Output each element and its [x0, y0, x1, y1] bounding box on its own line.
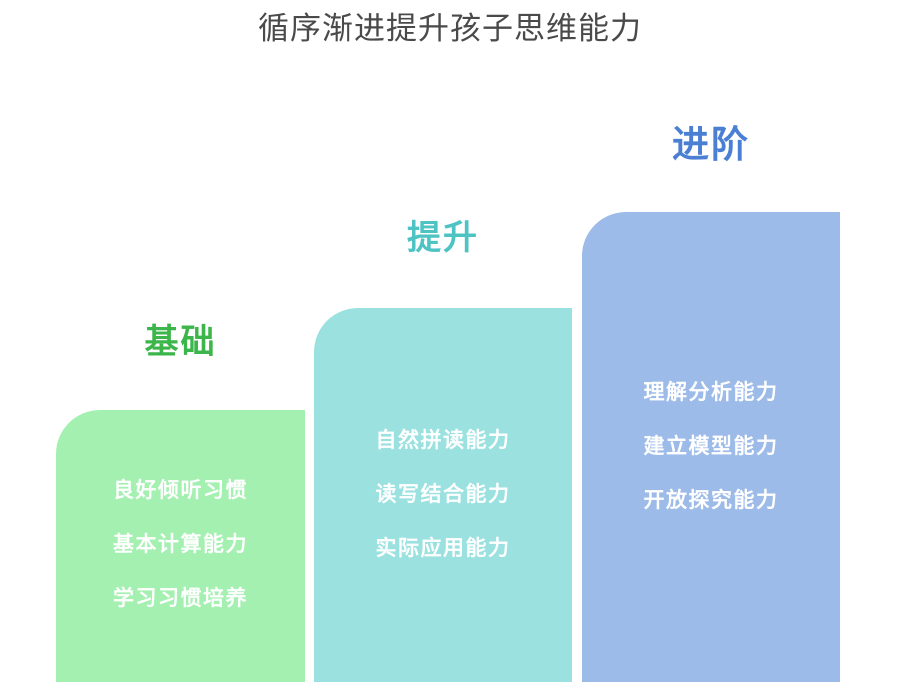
- stage-advanced-label: 进阶: [672, 124, 750, 165]
- stage-advanced-bar: [582, 212, 840, 682]
- stage-basic-label: 基础: [144, 323, 217, 361]
- stage-advanced-items: 理解分析能力 建立模型能力 开放探究能力: [582, 382, 840, 511]
- list-item: 学习习惯培养: [113, 587, 248, 610]
- stage-basic-items: 良好倾听习惯 基本计算能力 学习习惯培养: [56, 480, 305, 609]
- list-item: 开放探究能力: [643, 489, 779, 512]
- stage-improve-label: 提升: [407, 219, 479, 257]
- list-item: 实际应用能力: [375, 537, 511, 560]
- list-item: 自然拼读能力: [375, 429, 511, 452]
- list-item: 建立模型能力: [643, 435, 779, 458]
- list-item: 读写结合能力: [375, 483, 511, 506]
- stage-basic-bar: [56, 410, 305, 682]
- stage-improve-bar: [314, 308, 572, 682]
- list-item: 基本计算能力: [113, 533, 248, 556]
- list-item: 良好倾听习惯: [113, 479, 248, 502]
- page-title: 循序渐进提升孩子思维能力: [258, 11, 642, 46]
- stage-improve: 提升 自然拼读能力 读写结合能力 实际应用能力: [314, 219, 572, 682]
- list-item: 理解分析能力: [643, 381, 779, 404]
- stage-advanced: 进阶 理解分析能力 建立模型能力 开放探究能力: [582, 124, 840, 682]
- stage-basic: 基础 良好倾听习惯 基本计算能力 学习习惯培养: [56, 323, 305, 682]
- stage-improve-items: 自然拼读能力 读写结合能力 实际应用能力: [314, 430, 572, 559]
